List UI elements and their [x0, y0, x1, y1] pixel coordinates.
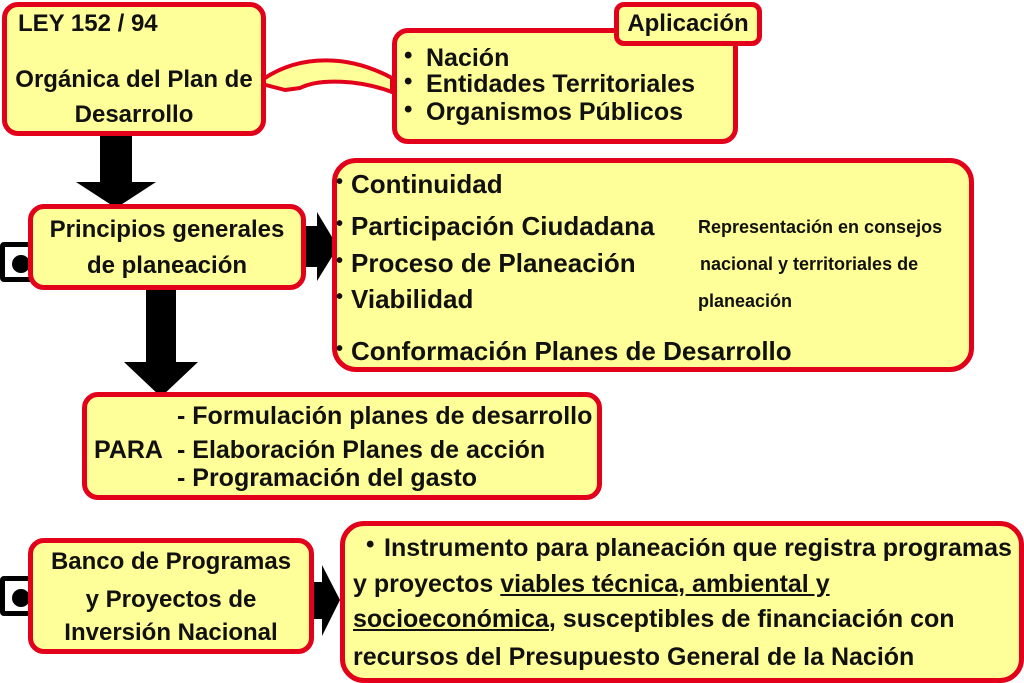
down-arrow-principios-to-para — [124, 287, 198, 397]
right-arrow-principios — [305, 212, 338, 281]
principle-item-5: Conformación Planes de Desarrollo — [351, 336, 792, 366]
para-item-1: - Formulación planes de desarrollo — [177, 402, 593, 430]
record-dot-icon — [12, 589, 30, 607]
principios-line2: de planeación — [86, 252, 248, 279]
aplicacion-item-1: Nación — [426, 44, 510, 72]
principle-bullet-3: • — [336, 250, 344, 272]
instrumento-line1: Instrumento para planeación que registra… — [384, 534, 1012, 562]
para-item-2: - Elaboración Planes de acción — [177, 436, 546, 464]
instrumento-line2: y proyectos viables técnica, ambiental y — [353, 572, 830, 597]
ribbon-connector — [256, 58, 394, 94]
instrumento-line3: socioeconómica, susceptibles de financia… — [353, 607, 955, 632]
aplicacion-label: Aplicación — [627, 10, 749, 37]
aplicacion-label-box — [614, 2, 762, 46]
para-label: PARA — [94, 436, 163, 464]
instrumento-line4: recursos del Presupuesto General de la N… — [353, 643, 915, 671]
instrumento-line3-plain: , susceptibles de financiación con — [548, 605, 955, 633]
ley-title: LEY 152 / 94 — [18, 10, 158, 37]
principle-bullet-5: • — [336, 338, 344, 360]
principle-bullet-1: • — [336, 171, 344, 193]
principios-box — [28, 204, 306, 290]
principles-list-box — [332, 158, 974, 372]
banco-box — [28, 538, 314, 654]
banco-line2: y Proyectos de — [85, 586, 257, 613]
principle-bullet-2: • — [336, 213, 344, 235]
instrumento-line3-underlined: socioeconómica — [353, 605, 549, 633]
aplicacion-item-3: Organismos Públicos — [426, 98, 684, 126]
ley-line2: Desarrollo — [74, 101, 194, 128]
principle-item-4: Viabilidad — [351, 284, 474, 314]
aplicacion-box — [392, 28, 738, 144]
ley-line1: Orgánica del Plan de — [15, 66, 253, 93]
aplicacion-bullet-2: • — [404, 68, 413, 95]
participation-note-line3: planeación — [698, 291, 793, 311]
down-arrow-ley-to-principios — [76, 133, 156, 208]
instrumento-box — [340, 521, 1024, 683]
principios-line1: Principios generales — [49, 216, 285, 243]
banco-line1: Banco de Programas — [50, 548, 292, 575]
para-item-3: - Programación del gasto — [177, 464, 478, 492]
aplicacion-bullet-1: • — [404, 42, 413, 69]
principle-item-2: Participación Ciudadana — [351, 211, 655, 241]
participation-note-line2: nacional y territoriales de — [700, 254, 919, 274]
right-arrow-banco — [312, 565, 340, 636]
banco-line3: Inversión Nacional — [64, 619, 278, 646]
principle-bullet-4: • — [336, 286, 344, 308]
participation-note-line1: Representación en consejos — [698, 217, 943, 237]
record-dot-icon — [12, 255, 30, 273]
instrumento-line2-underlined: viables técnica, ambiental y — [500, 570, 830, 598]
instrumento-line2-plain: y proyectos — [353, 570, 501, 598]
aplicacion-item-2: Entidades Territoriales — [426, 70, 696, 98]
ley-box — [2, 2, 266, 136]
principle-item-3: Proceso de Planeación — [351, 248, 636, 278]
principle-item-1: Continuidad — [351, 169, 503, 199]
para-box — [82, 392, 602, 500]
aplicacion-bullet-3: • — [404, 96, 413, 123]
instrumento-bullet: • — [366, 531, 375, 558]
